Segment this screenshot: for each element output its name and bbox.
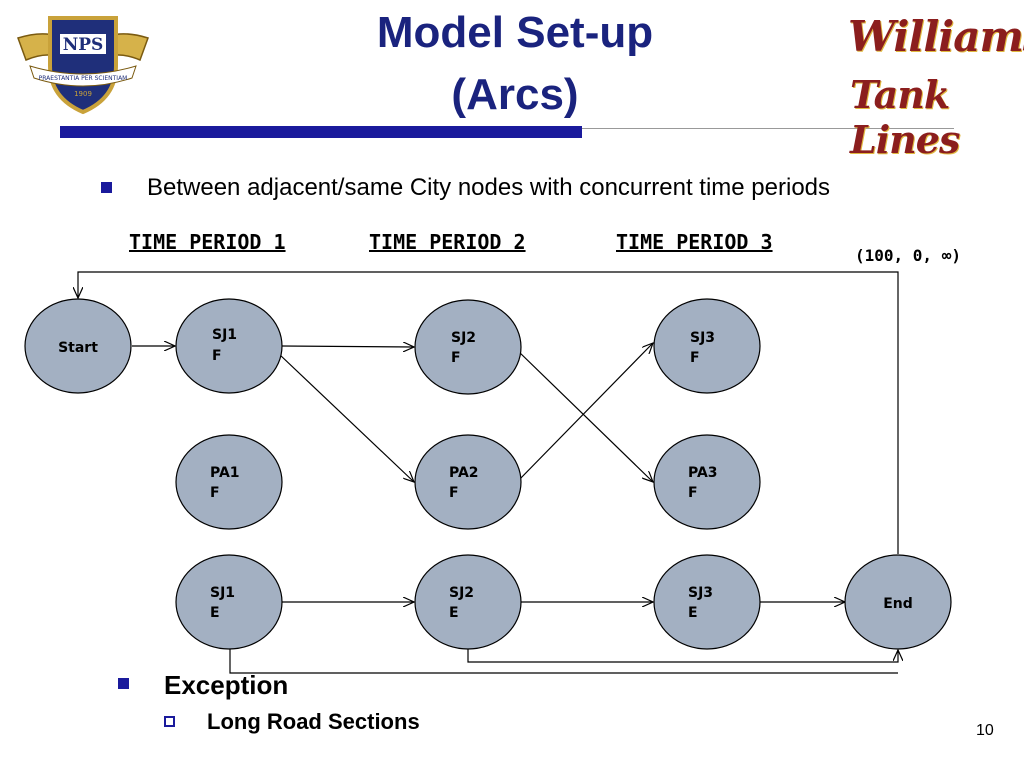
node-sj1e-sublabel: E [210,605,220,621]
node-sj2f-sublabel: F [451,350,461,366]
title-rule-thin [582,128,954,129]
time-period-1-header: TIME PERIOD 1 [129,230,286,254]
bullet-square-icon [118,678,129,689]
nps-logo-text: NPS [63,35,104,55]
arc-end-start-return [78,271,899,554]
node-pa1f-sublabel: F [210,485,220,501]
time-period-2-header: TIME PERIOD 2 [369,230,526,254]
nps-logo-motto: PRAESTANTIA PER SCIENTIAM [39,75,128,82]
williams-tank-lines-logo: Williams Tank Lines [840,6,1024,162]
arc-sj1f-pa2f [278,353,414,482]
node-sj3f [653,298,761,394]
time-period-3-header: TIME PERIOD 3 [616,230,773,254]
node-end-label: End [883,596,913,612]
node-sj2f-label: SJ2 [451,330,476,346]
arc-pa2f-sj3f [516,343,653,483]
williams-logo-line1: Williams [848,12,1024,61]
node-sj1f-label: SJ1 [212,327,237,343]
node-sj1f-sublabel: F [212,348,222,364]
node-pa3f-sublabel: F [688,485,698,501]
page-number: 10 [976,722,994,739]
node-sj1e-label: SJ1 [210,585,235,601]
arc-sj1f-sj2f [281,346,414,347]
slide-title-line2: (Arcs) [451,70,579,119]
node-pa3f-label: PA3 [688,465,718,481]
node-start [24,298,132,394]
node-sj1e [175,554,283,650]
williams-logo-line2: Tank Lines [850,72,960,162]
node-pa2f-label: PA2 [449,465,479,481]
nps-logo-year: 1909 [74,90,92,98]
node-sj2e-sublabel: E [449,605,459,621]
node-end [844,554,952,650]
node-sj1f [175,298,283,394]
arc-sj2e-end [467,648,898,663]
node-pa1f-label: PA1 [210,465,240,481]
nps-seal-logo: NPS PRAESTANTIA PER SCIENTIAM 1909 [17,16,149,115]
bullet-square-icon [101,182,112,193]
node-sj2e [414,554,522,650]
node-sj2e-label: SJ2 [449,585,474,601]
node-sj2f [414,299,522,395]
bullet-sub-text: Long Road Sections [207,709,420,734]
node-sj3f-label: SJ3 [690,330,715,346]
title-rule-thick [60,126,582,138]
arc-sj2f-pa3f [516,349,653,482]
node-sj3e [653,554,761,650]
node-start-label: Start [58,340,98,356]
node-sj3e-sublabel: E [688,605,698,621]
node-pa3f [653,434,761,530]
node-pa2f [414,434,522,530]
node-pa2f-sublabel: F [449,485,459,501]
node-sj3f-sublabel: F [690,350,700,366]
arc-sj1e-end [229,648,898,674]
bullet-exception-text: Exception [164,670,289,700]
slide-title-line1: Model Set-up [376,8,654,57]
node-pa1f [175,434,283,530]
node-sj3e-label: SJ3 [688,585,713,601]
bullet-hollow-square-icon [164,716,175,727]
return-arc-label: (100, 0, ∞) [855,246,961,265]
bullet-main-text: Between adjacent/same City nodes with co… [147,174,831,201]
